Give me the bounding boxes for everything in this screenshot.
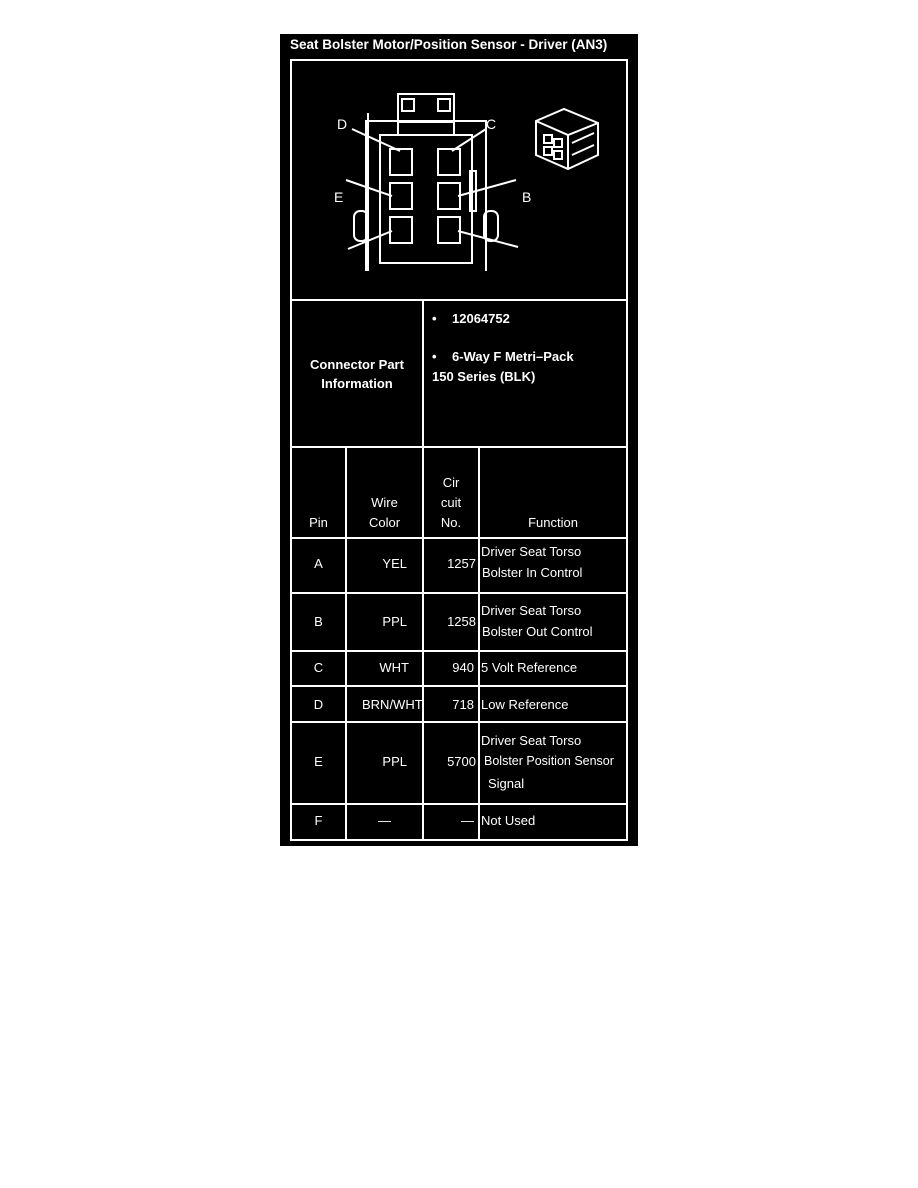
- bullet-2: •: [432, 349, 437, 364]
- bullet-1: •: [432, 311, 437, 326]
- row-c-pin: C: [313, 660, 324, 675]
- row-b-circuit: 1258: [447, 614, 476, 629]
- connector-table: D C E B F A Connector Part Information •…: [290, 59, 628, 841]
- row-b-color: PPL: [382, 614, 407, 629]
- row-e-color: PPL: [382, 754, 407, 769]
- diagram-letter-e: E: [334, 189, 343, 205]
- header-circuit-3: No.: [440, 515, 462, 530]
- row-a-function-2: Bolster In Control: [482, 565, 583, 580]
- row-b-function-1: Driver Seat Torso: [481, 603, 582, 618]
- row-d-circuit: 718: [452, 697, 474, 712]
- row-b-function-2: Bolster Out Control: [482, 624, 593, 639]
- row-d-function-1: Low Reference: [481, 697, 569, 712]
- row-c-function-1: 5 Volt Reference: [481, 660, 578, 675]
- part-number: 12064752: [452, 311, 510, 326]
- row-c-circuit: 940: [452, 660, 474, 675]
- header-wire-2: Color: [368, 515, 401, 530]
- row-f-circuit: —: [461, 813, 474, 828]
- row-d-pin: D: [313, 697, 324, 712]
- row-f-pin: F: [314, 813, 323, 828]
- page-title: Seat Bolster Motor/Position Sensor - Dri…: [290, 37, 608, 52]
- row-e-function-3: Signal: [488, 776, 525, 791]
- part-description-2: 150 Series (BLK): [432, 369, 536, 384]
- part-description-1: 6-Way F Metri–Pack: [452, 349, 574, 364]
- diagram-letter-d: D: [337, 116, 347, 132]
- row-a-color: YEL: [382, 556, 407, 571]
- row-a-function-1: Driver Seat Torso: [481, 544, 582, 559]
- header-pin: Pin: [309, 515, 328, 530]
- part-info-label-1: Connector Part: [310, 357, 404, 372]
- diagram-letter-f: F: [334, 269, 343, 271]
- connector-sheet: Seat Bolster Motor/Position Sensor - Dri…: [280, 34, 638, 846]
- header-function: Function: [528, 515, 578, 530]
- row-e-function-2: Bolster Position Sensor: [484, 754, 614, 768]
- diagram-letter-a: A: [524, 269, 534, 271]
- header-wire-1: Wire: [371, 495, 398, 510]
- diagram-letter-c: C: [486, 116, 496, 132]
- diagram-letter-b: B: [522, 189, 531, 205]
- row-e-function-1: Driver Seat Torso: [481, 733, 582, 748]
- row-e-circuit: 5700: [447, 754, 476, 769]
- row-b-pin: B: [314, 614, 323, 629]
- row-c-color: WHT: [379, 660, 409, 675]
- header-circuit-2: cuit: [440, 495, 462, 510]
- row-a-circuit: 1257: [447, 556, 476, 571]
- row-f-color: —: [378, 813, 391, 828]
- row-d-color: BRN/WHT: [362, 697, 423, 712]
- row-e-pin: E: [314, 754, 323, 769]
- part-info-label-2: Information: [321, 376, 393, 391]
- header-circuit-1: Cir: [442, 475, 460, 490]
- row-f-function-1: Not Used: [481, 813, 536, 828]
- connector-diagram: D C E B F A: [334, 93, 599, 271]
- row-a-pin: A: [314, 556, 323, 571]
